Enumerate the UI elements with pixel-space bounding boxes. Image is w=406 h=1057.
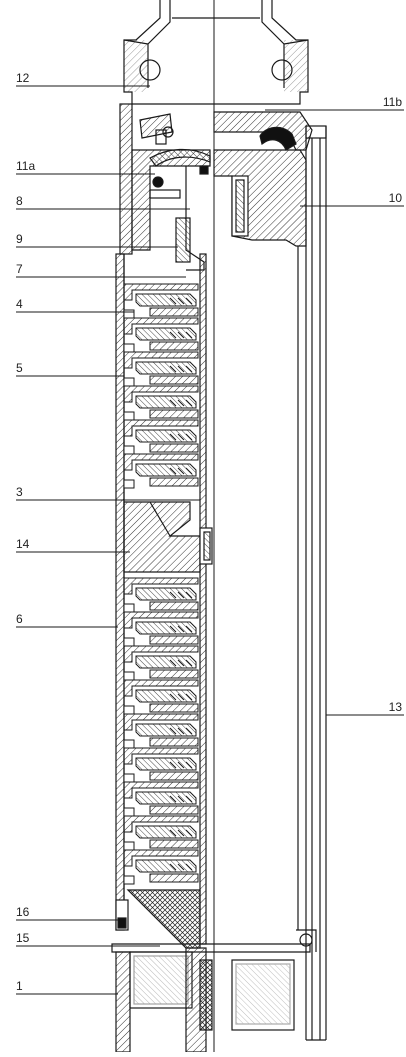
impeller-stage <box>123 713 199 749</box>
discharge-port <box>123 0 309 105</box>
callout-16: 16 <box>16 905 30 919</box>
callout-9: 9 <box>16 232 23 246</box>
callout-13: 13 <box>388 700 402 714</box>
impeller-stage <box>123 611 199 647</box>
inlet-housing <box>111 929 317 1053</box>
impeller-stage <box>123 283 199 319</box>
impeller-stages <box>123 283 199 885</box>
motor-tube <box>297 125 327 1041</box>
impeller-stage <box>123 747 199 783</box>
valve-housing <box>119 103 211 271</box>
impeller-stage <box>123 679 199 715</box>
callout-6: 6 <box>16 612 23 626</box>
impeller-stage <box>123 781 199 817</box>
impeller-stage <box>123 815 199 851</box>
callout-5: 5 <box>16 361 23 375</box>
impeller-stage <box>123 317 199 353</box>
impeller-stage <box>123 385 199 421</box>
impeller-stage <box>123 577 199 613</box>
impeller-stage <box>123 419 199 455</box>
callout-7: 7 <box>16 262 23 276</box>
impeller-stage <box>123 351 199 387</box>
callout-1: 1 <box>16 979 23 993</box>
callout-8: 8 <box>16 194 23 208</box>
callout-4: 4 <box>16 297 23 311</box>
leader-lines <box>16 85 404 995</box>
callout-11a: 11a <box>16 159 36 173</box>
callout-14: 14 <box>16 537 30 551</box>
callout-10: 10 <box>388 191 402 205</box>
strainer <box>115 889 201 949</box>
impeller-stage <box>123 849 199 885</box>
motor-adapter <box>213 111 313 247</box>
callout-15: 15 <box>16 931 30 945</box>
impeller-stage <box>123 645 199 681</box>
impeller-stage <box>123 453 199 489</box>
callout-3: 3 <box>16 485 23 499</box>
intermediate-bearing <box>123 501 213 573</box>
callout-11b: 11b <box>382 95 402 109</box>
callout-12: 12 <box>16 71 30 85</box>
